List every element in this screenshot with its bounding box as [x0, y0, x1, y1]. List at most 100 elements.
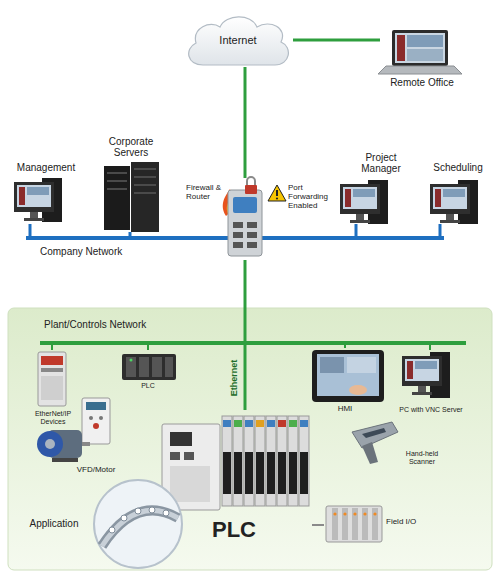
- plc-node: PLC: [156, 410, 312, 548]
- lock-shackle: [247, 177, 255, 186]
- screen-panel: [19, 187, 25, 205]
- pc-icon: [402, 352, 450, 398]
- cpu-display: [170, 432, 192, 446]
- vfd-key: [99, 416, 103, 420]
- terminal-block: [223, 452, 231, 494]
- bottle: [135, 508, 141, 514]
- laptop-lid: [392, 30, 448, 66]
- network-link: [51, 345, 53, 350]
- laptop-icon: [378, 30, 462, 74]
- io-led: [363, 512, 366, 515]
- pc-tower: [42, 178, 62, 222]
- router-port: [247, 242, 257, 248]
- node-label: VFD/Motor: [66, 466, 126, 475]
- vfd-motor-icon: [37, 398, 110, 462]
- plc-body: [122, 354, 176, 380]
- network-link: [29, 224, 32, 236]
- network-link: [344, 345, 346, 348]
- field-io-icon: [326, 506, 382, 542]
- application-circle: [94, 480, 182, 568]
- module-tag: [234, 420, 242, 427]
- plant-area: [8, 308, 492, 570]
- device-node: HMI: [300, 348, 390, 416]
- node-label: Internet: [183, 34, 293, 46]
- terminal-block: [256, 452, 264, 494]
- firewall-flame: [223, 189, 236, 216]
- io-slice: [332, 508, 338, 540]
- scanner-icon: [352, 422, 398, 464]
- io-module: [288, 416, 298, 506]
- motor-end: [37, 431, 63, 457]
- cpu-panel: [170, 466, 210, 502]
- monitor-stand: [356, 214, 364, 220]
- router-port: [233, 232, 243, 238]
- io-led: [353, 512, 356, 515]
- conveyor-belt: [102, 510, 178, 546]
- plc-module: [126, 357, 136, 377]
- plc-module: [152, 357, 162, 377]
- monitor-stand: [418, 386, 426, 392]
- module-tag: [256, 420, 264, 427]
- node-label: Corporate Servers: [98, 136, 164, 158]
- pc-icon: [14, 178, 62, 222]
- scanner-head: [352, 422, 398, 448]
- screen-panel: [443, 189, 465, 197]
- node-label: Management: [8, 162, 84, 173]
- rack-slot: [107, 180, 127, 182]
- monitor-screen: [17, 185, 51, 207]
- laptop-base: [378, 66, 462, 74]
- io-module: [255, 416, 265, 506]
- hmi-screen: [317, 354, 379, 396]
- motor-shaft: [82, 442, 90, 446]
- vfd-display: [86, 402, 106, 410]
- firewall-flame: [227, 198, 234, 214]
- node-label: Project Manager: [358, 152, 404, 174]
- pc-tower: [368, 180, 388, 224]
- router-port: [247, 222, 257, 228]
- monitor-stand: [30, 212, 38, 218]
- node-label: EtherNet/IP Devices: [28, 410, 78, 425]
- firewall-icon: [223, 177, 262, 256]
- hand: [349, 385, 367, 395]
- monitor-stand: [446, 214, 454, 220]
- io-slice: [352, 508, 358, 540]
- node-label: Scheduling: [424, 162, 492, 173]
- laptop-screen: [395, 33, 445, 63]
- device-node: Field I/O: [324, 500, 442, 548]
- network-link: [312, 524, 324, 526]
- warning-mark: [276, 197, 278, 199]
- cpu-port: [170, 452, 180, 460]
- device-node: VFD/Motor: [36, 396, 126, 480]
- screen-panel: [320, 357, 344, 373]
- screen-panel: [397, 35, 405, 61]
- conveyor-belt: [102, 510, 178, 546]
- pc-icon: [340, 180, 388, 224]
- node-label: Remote Office: [380, 77, 464, 88]
- server-rack-icon: [104, 162, 159, 232]
- module-tag: [245, 420, 253, 427]
- motor-feet: [52, 458, 78, 462]
- ethernet-ip-device-icon: [38, 352, 66, 406]
- monitor: [430, 184, 470, 214]
- monitor-screen: [405, 359, 439, 381]
- conveyor-illustration: [94, 480, 182, 568]
- device-body: [38, 352, 66, 406]
- network-link: [244, 260, 247, 341]
- vfd-body: [82, 398, 110, 444]
- io-module: [299, 416, 309, 506]
- screen-panel: [407, 35, 443, 47]
- warning-note: Port Forwarding Enabled: [288, 184, 336, 210]
- terminal-block: [278, 452, 286, 494]
- network-bus: Plant/Controls Network: [40, 341, 466, 345]
- server-node: Corporate Servers: [98, 134, 164, 232]
- link-label: Ethernet: [230, 359, 240, 396]
- terminal-block: [289, 452, 297, 494]
- monitor: [340, 184, 380, 214]
- warning-symbol: [268, 185, 286, 201]
- vfd-key: [89, 416, 93, 420]
- bottle: [163, 510, 169, 516]
- terminal-block: [300, 452, 308, 494]
- node-label: Hand-held Scanner: [398, 450, 446, 465]
- device-panel: [41, 376, 63, 400]
